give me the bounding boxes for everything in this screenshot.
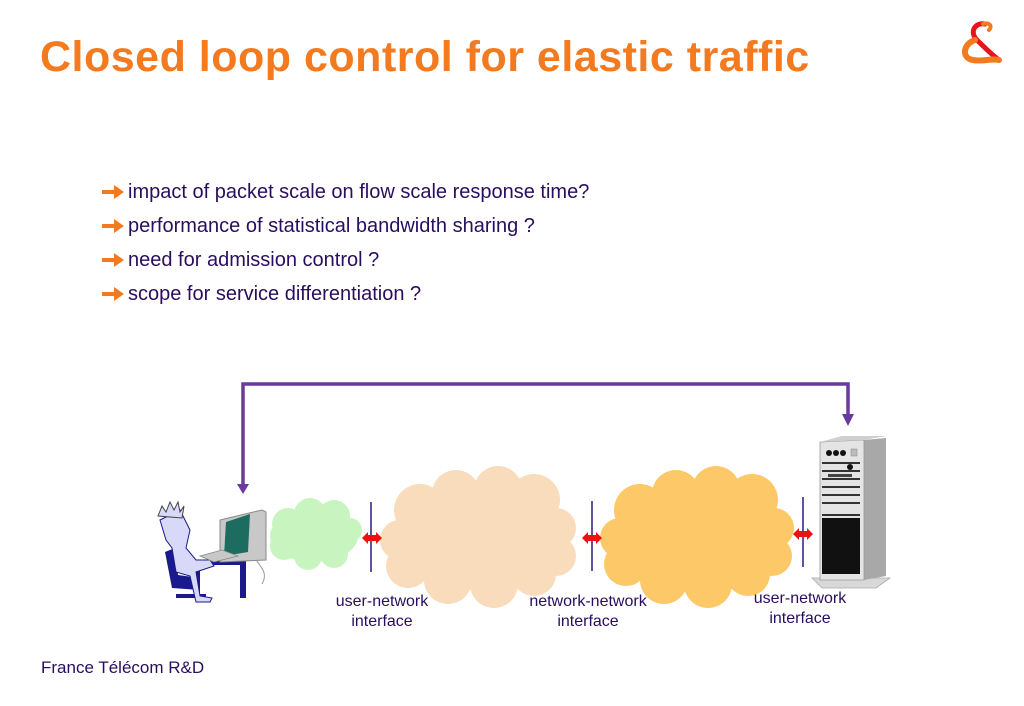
bidirectional-arrow-icon — [582, 532, 602, 544]
bullet-item: scope for service differentiation ? — [100, 277, 589, 311]
bullet-text: scope for service differentiation ? — [128, 282, 422, 305]
bullet-item: impact of packet scale on flow scale res… — [100, 175, 589, 209]
interface-label-user-network-right: user-network interface — [734, 589, 866, 629]
orange-right-arrow-icon — [102, 253, 124, 267]
server-tower-icon — [811, 436, 892, 589]
bidirectional-arrow-icon — [793, 528, 813, 540]
label-line: interface — [769, 610, 831, 627]
bullet-text: need for admission control ? — [128, 248, 380, 271]
bullet-item: need for admission control ? — [100, 243, 589, 277]
bidirectional-arrow-icon — [362, 532, 382, 544]
france-telecom-logo-icon — [962, 21, 1002, 64]
label-line: interface — [557, 613, 619, 630]
arrowhead-to-server — [842, 414, 854, 426]
label-line: interface — [351, 613, 413, 630]
interface-label-network-network: network-network interface — [508, 592, 668, 632]
orange-right-arrow-icon — [102, 287, 124, 301]
interface-marker — [582, 501, 602, 571]
interface-marker — [362, 502, 382, 572]
slide-title: Closed loop control for elastic traffic — [40, 33, 810, 81]
feedback-loop-arrow — [237, 382, 854, 494]
user-computer-icon — [157, 500, 267, 603]
orange-right-arrow-icon — [102, 219, 124, 233]
label-line: user-network — [753, 590, 847, 607]
bullet-list: impact of packet scale on flow scale res… — [100, 175, 589, 311]
access-network-cloud — [270, 498, 362, 570]
bullet-text: performance of statistical bandwidth sha… — [128, 214, 535, 237]
bullet-item: performance of statistical bandwidth sha… — [100, 209, 589, 243]
label-line: network-network — [529, 593, 647, 610]
network-cloud-1 — [380, 466, 576, 608]
orange-right-arrow-icon — [102, 185, 124, 199]
interface-label-user-network-left: user-network interface — [316, 592, 448, 632]
footer-organization: France Télécom R&D — [41, 658, 205, 677]
interface-marker — [793, 497, 813, 567]
arrowhead-to-user — [237, 484, 249, 494]
label-line: user-network — [335, 593, 429, 610]
network-cloud-2 — [600, 466, 794, 608]
bullet-text: impact of packet scale on flow scale res… — [128, 180, 590, 203]
